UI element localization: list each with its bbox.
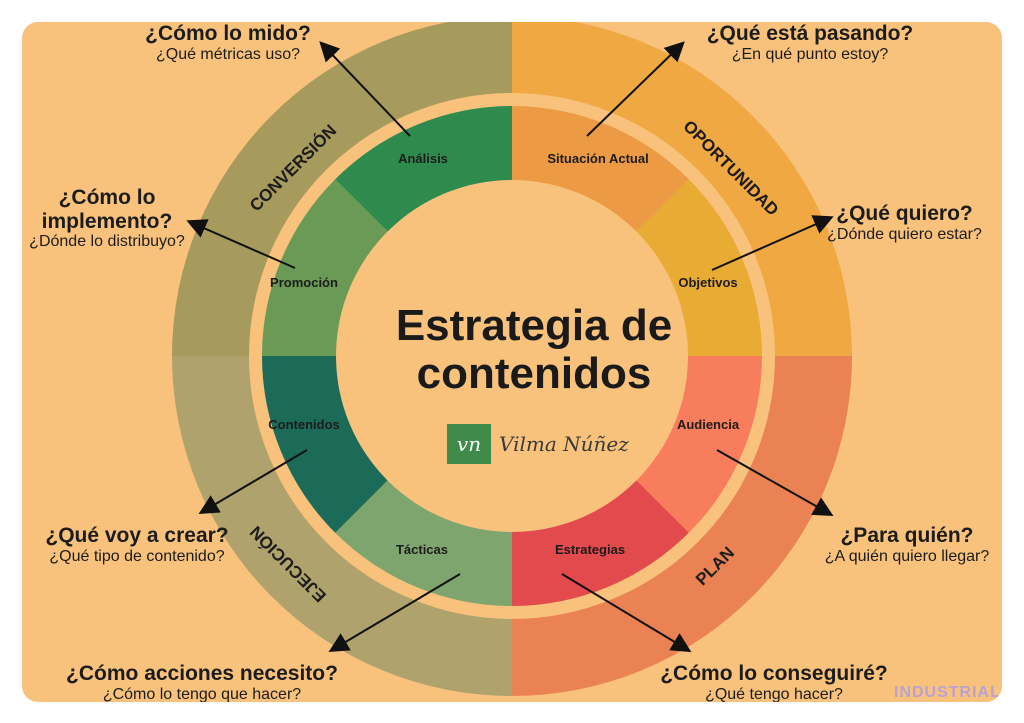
watermark: INDUSTRIAL	[894, 684, 1001, 701]
segment-tacticas	[335, 462, 512, 606]
segment-estrategias	[512, 462, 689, 606]
diagram-title: Estrategia de contenidos	[395, 301, 673, 398]
arrow-crear	[198, 449, 308, 515]
label-contenidos: Contenidos	[268, 417, 340, 432]
question-quiero-sub: ¿Dónde quiero estar?	[827, 225, 982, 243]
question-pasando-sub: ¿En qué punto estoy?	[731, 45, 889, 63]
question-quien-main: ¿Para quién?	[840, 524, 974, 547]
question-conseguire-main: ¿Cómo lo conseguiré?	[660, 662, 888, 685]
question-quien-sub: ¿A quién quiero llegar?	[824, 547, 990, 565]
question-medir-sub: ¿Qué métricas uso?	[155, 45, 301, 63]
question-conseguire: ¿Cómo lo conseguiré? ¿Qué tengo hacer?	[634, 662, 914, 702]
brand-name: Vilma Núñez	[499, 432, 629, 456]
brand-logo: vn Vilma Núñez	[447, 424, 629, 464]
question-acciones-sub: ¿Cómo lo tengo que hacer?	[102, 685, 302, 702]
segment-objetivos	[618, 179, 763, 356]
label-situacion: Situación Actual	[547, 151, 649, 166]
question-acciones-main: ¿Cómo acciones necesito?	[66, 662, 338, 685]
brand-logo-mark: vn	[447, 424, 491, 464]
arrow-pasando	[586, 41, 685, 137]
question-crear: ¿Qué voy a crear? ¿Qué tipo de contenido…	[22, 524, 252, 565]
question-quien: ¿Para quién? ¿A quién quiero llegar?	[822, 524, 992, 565]
segment-promocion	[262, 179, 406, 356]
label-audiencia: Audiencia	[676, 417, 740, 432]
question-quiero: ¿Qué quiero? ¿Dónde quiero estar?	[817, 202, 992, 243]
arrow-quien	[716, 449, 834, 516]
question-implemento-main: ¿Cómo lo implemento?	[41, 186, 173, 233]
label-analisis: Análisis	[398, 151, 448, 166]
segment-situacion	[512, 105, 689, 250]
label-objetivos: Objetivos	[678, 275, 738, 290]
question-implemento: ¿Cómo lo implemento? ¿Dónde lo distribuy…	[22, 186, 192, 251]
segment-audiencia	[618, 356, 762, 533]
question-pasando: ¿Qué está pasando? ¿En qué punto estoy?	[680, 22, 940, 63]
question-implemento-sub: ¿Dónde lo distribuyo?	[29, 233, 185, 251]
arrow-acciones	[328, 573, 461, 653]
center-circle	[336, 180, 688, 532]
arrow-implemento	[186, 219, 296, 269]
label-promocion: Promoción	[270, 275, 338, 290]
question-crear-main: ¿Qué voy a crear?	[45, 524, 229, 547]
arrow-quiero	[711, 215, 834, 271]
label-tacticas: Tácticas	[395, 542, 449, 557]
question-medir-main: ¿Cómo lo mido?	[145, 22, 311, 45]
question-acciones: ¿Cómo acciones necesito? ¿Cómo lo tengo …	[42, 662, 362, 702]
strategy-wheel: CONVERSIÓN OPORTUNIDAD PLAN EJECUCIÓN	[172, 22, 852, 696]
question-pasando-main: ¿Qué está pasando?	[706, 22, 914, 45]
question-conseguire-sub: ¿Qué tengo hacer?	[705, 685, 843, 702]
diagram-card: CONVERSIÓN OPORTUNIDAD PLAN EJECUCIÓN An…	[22, 22, 1002, 702]
arrow-medir	[319, 41, 411, 137]
arrow-conseguire	[561, 573, 692, 653]
question-crear-sub: ¿Qué tipo de contenido?	[49, 547, 225, 565]
label-estrategias: Estrategias	[554, 542, 626, 557]
segment-analisis	[335, 106, 512, 250]
question-quiero-main: ¿Qué quiero?	[836, 202, 973, 225]
question-medir: ¿Cómo lo mido? ¿Qué métricas uso?	[128, 22, 328, 63]
segment-contenidos	[262, 356, 406, 533]
